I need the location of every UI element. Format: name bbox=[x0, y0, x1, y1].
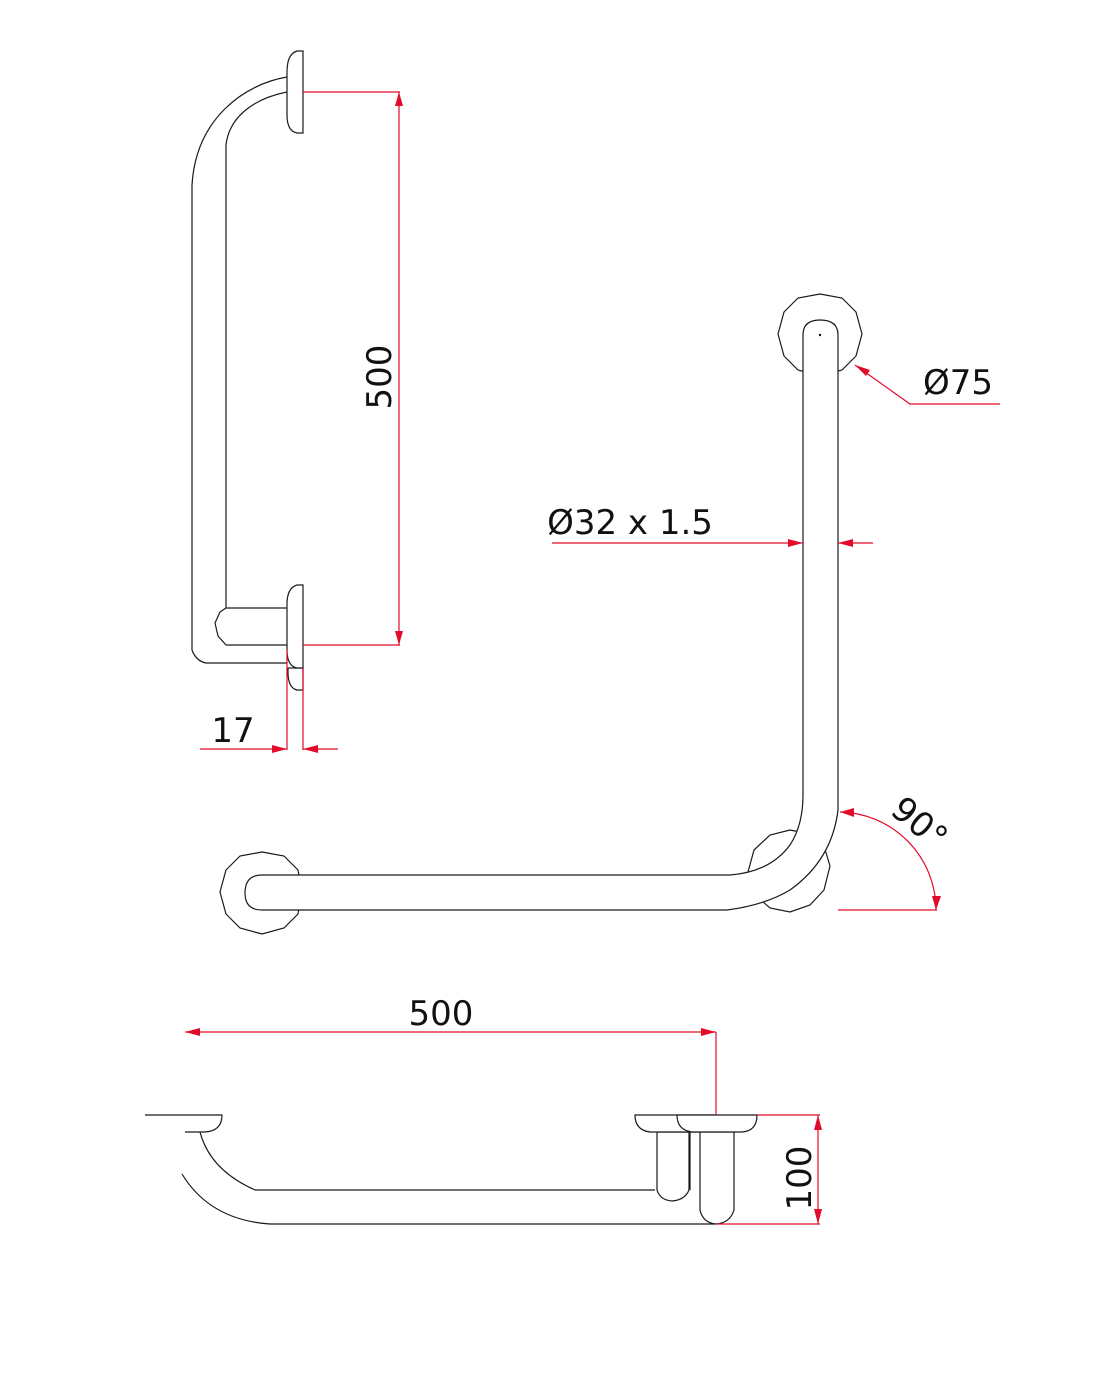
projection-label: 100 bbox=[780, 1146, 820, 1211]
wall-offset-label: 17 bbox=[211, 711, 254, 751]
top-view: 500 100 bbox=[145, 994, 822, 1225]
top-flange bbox=[286, 50, 304, 134]
height-dimension-lines bbox=[303, 91, 400, 646]
tube-spec-label: Ø32 x 1.5 bbox=[547, 503, 713, 543]
flange-leader-line bbox=[854, 364, 1000, 405]
outer-tube-line bbox=[181, 1173, 715, 1225]
offset-dimension-lines bbox=[200, 650, 338, 750]
flange-diameter-label: Ø75 bbox=[923, 363, 993, 403]
tube-dimension-arrows bbox=[788, 539, 853, 547]
front-flange bbox=[676, 1114, 758, 1133]
offset-dimension-arrows bbox=[272, 745, 318, 753]
flange-leader-arrow bbox=[855, 365, 870, 376]
inner-tube-outline bbox=[225, 91, 288, 608]
front-view: Ø75 Ø32 x 1.5 90° bbox=[219, 293, 1000, 935]
side-height-label: 500 bbox=[360, 345, 400, 410]
wall-line bbox=[145, 1114, 223, 1133]
bottom-stub bbox=[214, 607, 287, 646]
l-shaped-tube bbox=[244, 319, 839, 911]
outer-tube-outline bbox=[191, 76, 288, 664]
bottom-flange-rear bbox=[287, 667, 304, 691]
center-mark bbox=[818, 333, 822, 337]
projection-dimension-lines bbox=[716, 1114, 820, 1225]
length-dimension-lines bbox=[185, 1031, 717, 1115]
side-view: 500 17 bbox=[191, 50, 403, 753]
bottom-length-label: 500 bbox=[409, 994, 474, 1034]
inner-tube-line bbox=[199, 1131, 655, 1191]
rear-post bbox=[656, 1131, 690, 1202]
bottom-flange bbox=[286, 584, 304, 669]
angle-label: 90° bbox=[883, 789, 955, 858]
front-post bbox=[699, 1131, 735, 1225]
angle-arc bbox=[838, 811, 937, 911]
